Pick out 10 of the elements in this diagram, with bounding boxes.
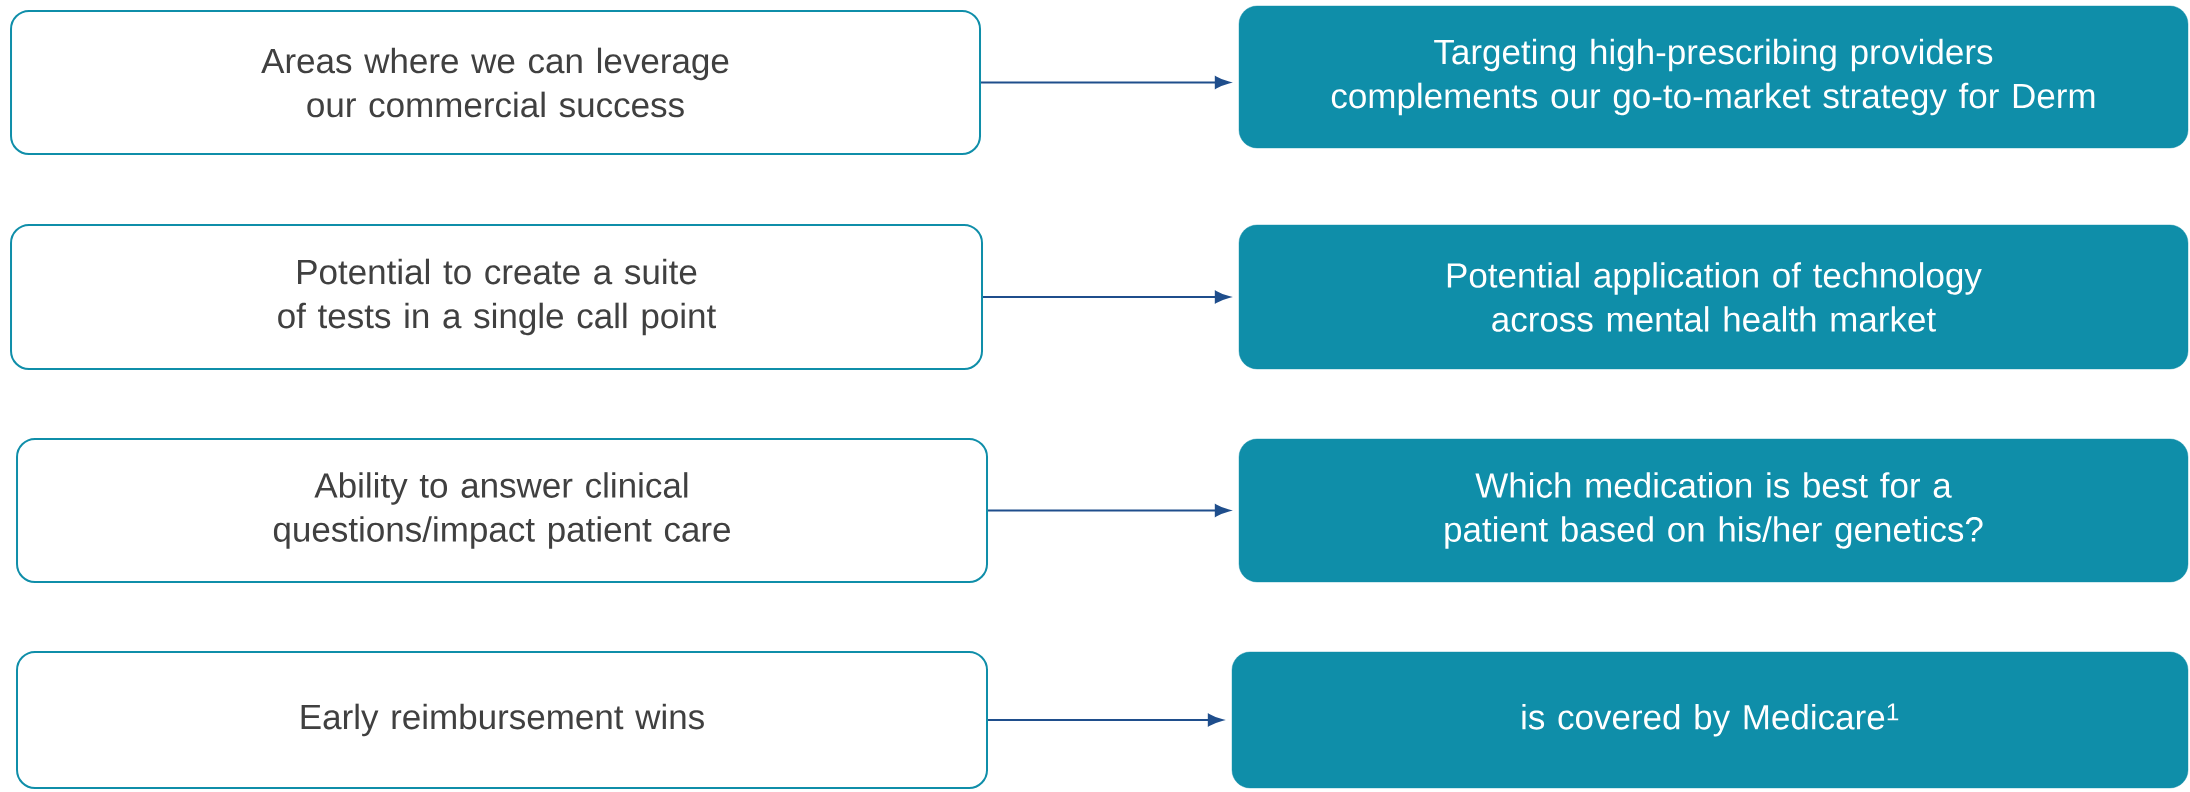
topic-box: Ability to answer clinical questions/impact patient care xyxy=(16,438,988,583)
outcome-box: is covered by Medicare$^{1}$ xyxy=(1231,651,2189,789)
arrow xyxy=(982,290,1230,304)
topic-box: Areas where we can leverage our commercial success xyxy=(10,10,981,155)
topic-box: Early reimbursement wins xyxy=(16,651,988,789)
outcome-box: Potential application of technology across mental health market xyxy=(1238,224,2189,370)
arrow xyxy=(987,713,1223,727)
outcome-box: Targeting high-prescribing providers complements our go-to-market strategy for Derm xyxy=(1238,5,2189,149)
outcome-box: Which medication is best for a patient based on his/her genetics? xyxy=(1238,438,2189,583)
topic-box: Potential to create a suite of tests in a single call point xyxy=(10,224,983,370)
